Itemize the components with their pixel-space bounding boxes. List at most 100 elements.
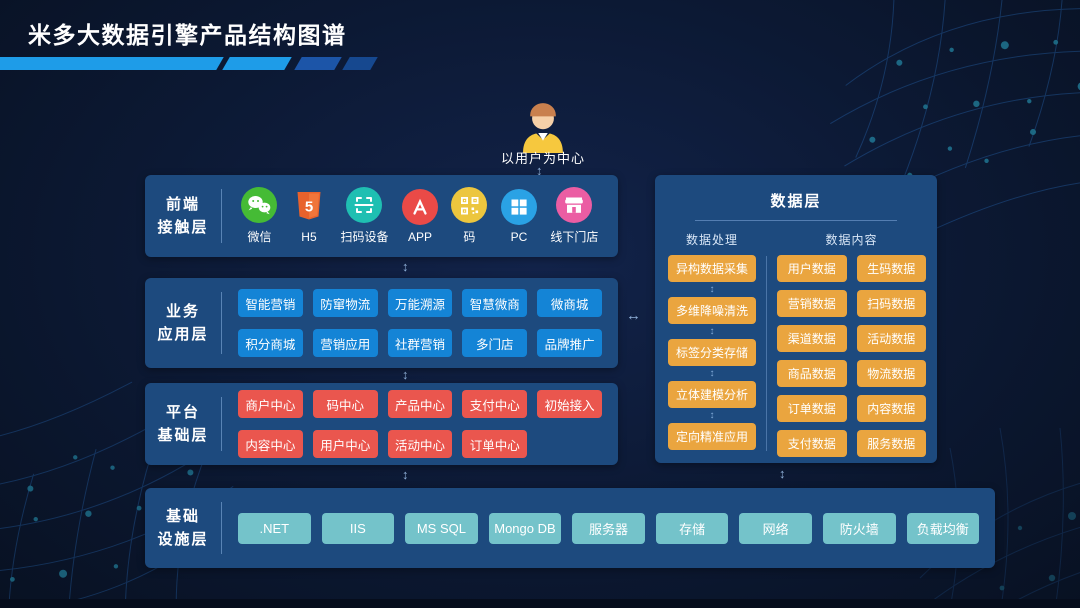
qr-code-icon: [451, 187, 488, 223]
data-processing-header: 数据处理: [685, 233, 738, 247]
infrastructure-node: 负载均衡: [906, 512, 980, 544]
platform-layer-label: 平台 基础层: [157, 403, 209, 444]
data-content-node: 生码数据: [856, 255, 926, 282]
header-stripe-decoration: [342, 57, 378, 70]
infrastructure-node: 网络: [739, 512, 812, 544]
business-node: 社群营销: [387, 329, 453, 357]
frontend-item-offline-store: 线下门店: [550, 187, 598, 245]
frontend-item-label: 线下门店: [550, 230, 599, 244]
infrastructure-node: 防火墙: [822, 512, 896, 544]
platform-node: 用户中心: [312, 430, 378, 458]
scan-device-icon: [346, 187, 383, 223]
business-application-layer-panel: 业务 应用层 智能营销防窜物流万能溯源智慧微商微商城积分商城营销应用社群营销多门…: [145, 278, 618, 368]
frontend-item-label: 码: [463, 230, 476, 244]
infrastructure-node: Mongo DB: [488, 512, 562, 544]
data-content-node: 内容数据: [856, 395, 926, 422]
platform-node: 内容中心: [238, 430, 303, 458]
data-content-node: 商品数据: [777, 360, 847, 387]
page-title: 米多大数据引擎产品结构图谱: [28, 22, 347, 48]
data-layer-title-divider: [695, 220, 897, 221]
data-content-items: 用户数据生码数据营销数据扫码数据渠道数据活动数据商品数据物流数据订单数据内容数据…: [777, 255, 926, 457]
frontend-item-app: APP: [401, 188, 438, 244]
data-processing-steps: ↕ 异构数据采集 ↕ 多维降噪清洗 ↕ 标签分类存储: [668, 255, 756, 450]
data-processing-step: 定向精准应用: [668, 423, 756, 450]
data-layer-title: 数据层: [770, 193, 822, 210]
frontend-item-label: APP: [407, 229, 432, 244]
step-down-arrow-icon: ↕: [709, 368, 715, 379]
data-content-column: 数据内容 用户数据生码数据营销数据扫码数据渠道数据活动数据商品数据物流数据订单数…: [777, 231, 926, 457]
platform-node: 商户中心: [238, 390, 303, 418]
data-content-node: 用户数据: [777, 255, 847, 282]
infrastructure-layer-label: 基础 设施层: [157, 507, 209, 548]
platform-base-layer-panel: 平台 基础层 商户中心码中心产品中心支付中心初始接入内容中心用户中心活动中心订单…: [145, 383, 618, 465]
business-node: 万能溯源: [387, 289, 453, 317]
step-down-arrow-icon: ↕: [709, 410, 715, 421]
app-store-icon: [401, 188, 438, 225]
label-divider: [221, 502, 222, 554]
arrow-datalayer-to-infra: ↕: [779, 466, 786, 481]
business-node: 多门店: [462, 329, 528, 357]
user-person-icon: [523, 103, 563, 153]
business-node: 品牌推广: [537, 329, 602, 357]
frontend-contact-layer-panel: 前端 接触层 微信 5: [145, 175, 618, 257]
frontend-item-label: PC: [510, 229, 528, 244]
windows-pc-icon: [500, 188, 537, 225]
infrastructure-node: 服务器: [572, 512, 645, 544]
label-divider: [221, 397, 222, 451]
data-content-node: 营销数据: [777, 290, 847, 317]
step-down-arrow-icon: ↕: [709, 326, 715, 337]
header-stripe-decoration: [222, 57, 292, 70]
platform-node: 初始接入: [537, 390, 602, 418]
business-layer-label: 业务 应用层: [157, 302, 209, 343]
frontend-item-h5: 5 H5: [291, 189, 327, 244]
arrow-user-to-frontend: ↕: [536, 163, 543, 178]
arrow-platform-to-infra: ↕: [402, 467, 409, 482]
storefront-icon: [556, 187, 593, 223]
platform-node: 支付中心: [462, 390, 528, 418]
infrastructure-layer-panel: 基础 设施层 .NET IIS MS SQL Mongo DB 服务器存储网络防火墙负载…: [145, 488, 995, 568]
frontend-item-wechat: 微信: [241, 187, 278, 245]
business-node: 微商城: [537, 289, 602, 317]
arrow-business-to-platform: ↕: [402, 367, 409, 382]
label-divider: [221, 292, 222, 354]
frontend-item-label: 微信: [247, 230, 272, 244]
data-content-node: 服务数据: [856, 430, 926, 457]
infrastructure-node: MS SQL: [405, 512, 478, 544]
business-node: 智慧微商: [462, 289, 528, 317]
infrastructure-node: .NET: [238, 512, 311, 544]
data-processing-step: 异构数据采集: [668, 255, 756, 282]
user-center-label: 以用户为中心: [500, 151, 585, 166]
data-layer-panel: 数据层 数据处理 ↕ 异构数据采集 ↕ 多维降噪清洗: [655, 175, 937, 463]
business-items: 智能营销防窜物流万能溯源智慧微商微商城积分商城营销应用社群营销多门店品牌推广: [222, 289, 618, 357]
frontend-item-code: 码: [451, 187, 488, 245]
platform-node: 订单中心: [462, 430, 528, 458]
platform-items: 商户中心码中心产品中心支付中心初始接入内容中心用户中心活动中心订单中心: [222, 390, 618, 458]
data-processing-step: 标签分类存储: [668, 339, 756, 366]
platform-node: 码中心: [312, 390, 378, 418]
step-down-arrow-icon: ↕: [709, 284, 715, 295]
data-layer-column-divider: [766, 256, 767, 451]
frontend-item-pc: PC: [500, 188, 537, 244]
header-stripe-decoration: [294, 57, 342, 70]
infrastructure-node: IIS: [321, 512, 395, 544]
data-content-node: 支付数据: [777, 430, 847, 457]
business-node: 营销应用: [312, 329, 378, 357]
data-layer-body: 数据处理 ↕ 异构数据采集 ↕ 多维降噪清洗: [655, 231, 937, 457]
frontend-item-label: H5: [301, 229, 317, 244]
infrastructure-items: .NET IIS MS SQL Mongo DB 服务器存储网络防火墙负载均衡: [222, 512, 995, 544]
data-processing-column: 数据处理 ↕ 异构数据采集 ↕ 多维降噪清洗: [668, 231, 756, 457]
data-content-node: 扫码数据: [856, 290, 926, 317]
frontend-layer-label: 前端 接触层: [157, 195, 209, 236]
business-node: 智能营销: [238, 289, 303, 317]
business-node: 积分商城: [238, 329, 303, 357]
infrastructure-node: 存储: [655, 512, 729, 544]
frontend-item-label: 扫码设备: [340, 230, 389, 244]
arrow-left-stack-to-datalayer: ↔: [626, 307, 641, 324]
platform-node: 产品中心: [387, 390, 453, 418]
frontend-items: 微信 5 H5 扫码设备: [222, 187, 618, 245]
data-content-node: 活动数据: [856, 325, 926, 352]
data-processing-step: 多维降噪清洗: [668, 297, 756, 324]
data-content-header: 数据内容: [825, 233, 878, 247]
data-content-node: 渠道数据: [777, 325, 847, 352]
